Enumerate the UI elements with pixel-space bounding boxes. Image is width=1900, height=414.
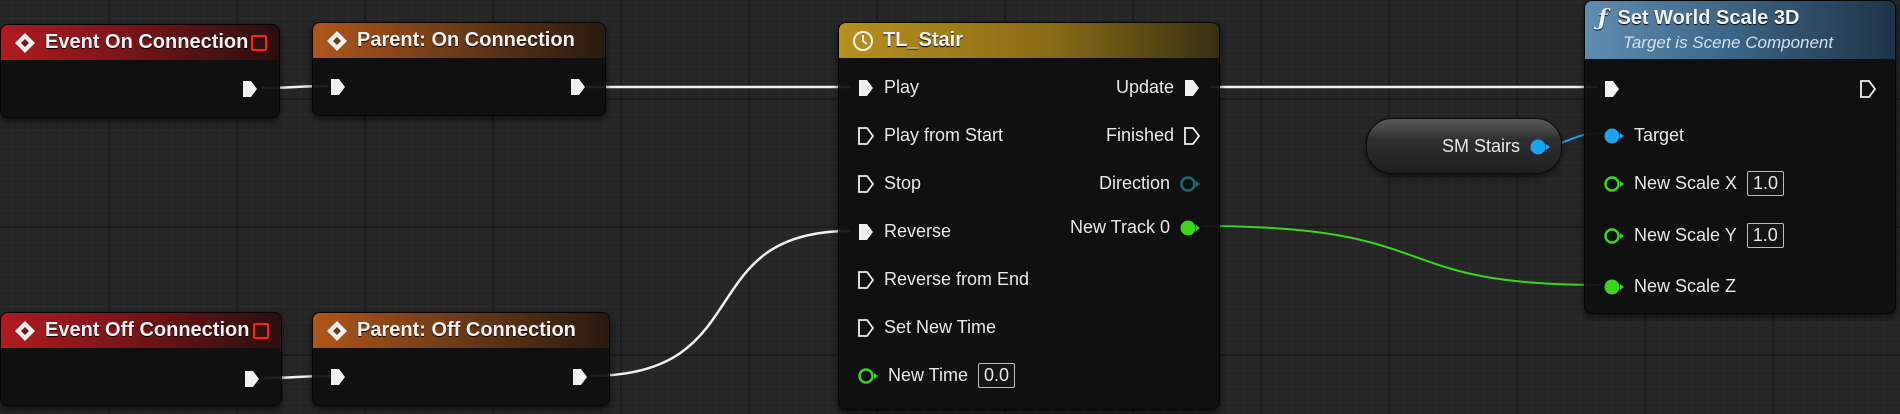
exec-pin-icon	[859, 223, 873, 240]
play-pin[interactable]: Play	[857, 77, 919, 98]
set-world-scale-title: Set World Scale 3D	[1617, 6, 1800, 29]
exec-in-pin[interactable]	[329, 367, 347, 387]
parent-off-connection-title: Parent: Off Connection	[357, 319, 576, 341]
new-scale-y-label: New Scale Y	[1634, 225, 1737, 245]
event-off-connection-header[interactable]: Event Off Connection	[1, 313, 281, 348]
event-on-connection-node[interactable]: Event On Connection	[0, 24, 280, 118]
exec-pin-outline-icon	[858, 270, 875, 289]
reverse-from-end-pin[interactable]: Reverse from End	[857, 269, 1029, 290]
exec-pin-outline-icon	[858, 126, 875, 145]
new-track-0-label: New Track 0	[1069, 217, 1170, 237]
timeline-title: TL_Stair	[883, 29, 964, 51]
exec-out-pin[interactable]	[1859, 79, 1877, 99]
exec-out-pin[interactable]	[569, 77, 587, 97]
direction-label: Direction	[1098, 173, 1170, 193]
exec-out-pin[interactable]	[241, 79, 259, 99]
exec-pin-icon	[1185, 79, 1199, 96]
new-time-pin[interactable]: New Time 0.0	[857, 363, 1016, 388]
exec-pin-icon	[331, 369, 345, 385]
stop-pin[interactable]: Stop	[857, 173, 921, 194]
set-world-scale-node[interactable]: ƒ Set World Scale 3D Target is Scene Com…	[1584, 0, 1896, 314]
parent-on-connection-header[interactable]: Parent: On Connection	[313, 23, 605, 58]
finished-pin[interactable]: Finished	[1106, 125, 1201, 146]
exec-pin-icon	[331, 79, 345, 95]
function-f-icon: ƒ	[1598, 5, 1608, 31]
float-pin-outline-icon	[858, 367, 878, 384]
exec-wire-parentoff-reverse	[589, 229, 851, 378]
sm-stairs-label: SM Stairs	[1441, 136, 1520, 156]
set-world-scale-header[interactable]: ƒ Set World Scale 3D Target is Scene Com…	[1585, 1, 1895, 59]
exec-in-pin[interactable]	[1603, 79, 1621, 99]
delegate-output-pin[interactable]	[253, 323, 269, 339]
timeline-header[interactable]: TL_Stair	[839, 23, 1219, 58]
new-scale-x-pin[interactable]: New Scale X 1.0	[1603, 171, 1785, 196]
parent-off-connection-header[interactable]: Parent: Off Connection	[313, 313, 609, 348]
exec-pin-icon	[243, 81, 257, 97]
float-wire-track-scalez	[1201, 225, 1601, 286]
event-off-connection-node[interactable]: Event Off Connection	[0, 312, 282, 406]
exec-out-pin[interactable]	[571, 367, 589, 387]
direction-pin[interactable]: Direction	[1099, 173, 1201, 194]
play-from-start-pin[interactable]: Play from Start	[857, 125, 1003, 146]
new-scale-x-label: New Scale X	[1634, 173, 1738, 193]
exec-pin-icon	[245, 371, 259, 387]
exec-out-pin[interactable]	[243, 369, 261, 389]
clock-icon	[853, 30, 873, 51]
exec-pin-outline-icon	[1184, 126, 1201, 145]
set-world-scale-subtitle: Target is Scene Component	[1623, 33, 1834, 52]
new-scale-z-pin[interactable]: New Scale Z	[1603, 276, 1736, 297]
target-pin[interactable]: Target	[1603, 125, 1684, 146]
reverse-from-end-label: Reverse from End	[884, 269, 1030, 289]
event-diamond-icon	[15, 32, 35, 53]
event-diamond-icon	[15, 320, 35, 341]
sm-stairs-out-pin[interactable]: SM Stairs	[1442, 136, 1551, 157]
new-scale-x-input[interactable]: 1.0	[1747, 171, 1785, 196]
timeline-node[interactable]: TL_Stair Play Play from Start Stop Rever…	[838, 22, 1220, 410]
delegate-output-pin[interactable]	[251, 35, 267, 51]
update-label: Update	[1115, 77, 1174, 97]
new-scale-z-label: New Scale Z	[1634, 276, 1737, 296]
new-track-0-pin[interactable]: New Track 0	[1070, 217, 1201, 238]
exec-pin-icon	[1605, 81, 1619, 97]
event-on-connection-header[interactable]: Event On Connection	[1, 25, 279, 60]
enum-pin-outline-icon	[1180, 175, 1200, 192]
exec-pin-icon	[571, 79, 585, 95]
exec-pin-outline-icon	[858, 318, 875, 337]
object-pin-icon	[1530, 139, 1550, 154]
set-new-time-label: Set New Time	[884, 317, 997, 337]
finished-label: Finished	[1105, 125, 1174, 145]
event-off-connection-title: Event Off Connection	[45, 319, 250, 341]
parent-on-connection-title: Parent: On Connection	[357, 29, 575, 51]
float-pin-icon	[1604, 279, 1624, 294]
target-label: Target	[1634, 125, 1685, 145]
exec-in-pin[interactable]	[329, 77, 347, 97]
exec-pin-icon	[573, 369, 587, 385]
update-pin[interactable]: Update	[1116, 77, 1201, 98]
stop-label: Stop	[884, 173, 922, 193]
exec-pin-icon	[859, 79, 873, 96]
reverse-label: Reverse	[884, 221, 952, 241]
new-time-label: New Time	[888, 365, 969, 385]
event-on-connection-title: Event On Connection	[45, 31, 249, 53]
exec-pin-outline-icon	[858, 174, 875, 193]
play-from-start-label: Play from Start	[884, 125, 1004, 145]
exec-pin-outline-icon	[1860, 80, 1877, 98]
parent-on-connection-node[interactable]: Parent: On Connection	[312, 22, 606, 116]
float-pin-outline-icon	[1604, 227, 1624, 244]
reverse-pin[interactable]: Reverse	[857, 221, 951, 242]
float-pin-icon	[1180, 220, 1200, 235]
new-scale-y-input[interactable]: 1.0	[1746, 223, 1784, 248]
set-new-time-pin[interactable]: Set New Time	[857, 317, 996, 338]
event-diamond-icon	[327, 320, 347, 341]
sm-stairs-variable-node[interactable]: SM Stairs	[1366, 118, 1562, 174]
play-label: Play	[884, 77, 920, 97]
parent-off-connection-node[interactable]: Parent: Off Connection	[312, 312, 610, 406]
new-scale-y-pin[interactable]: New Scale Y 1.0	[1603, 223, 1784, 248]
float-pin-outline-icon	[1604, 175, 1624, 192]
event-diamond-icon	[327, 30, 347, 51]
object-pin-icon	[1604, 128, 1624, 143]
new-time-input[interactable]: 0.0	[978, 363, 1016, 388]
